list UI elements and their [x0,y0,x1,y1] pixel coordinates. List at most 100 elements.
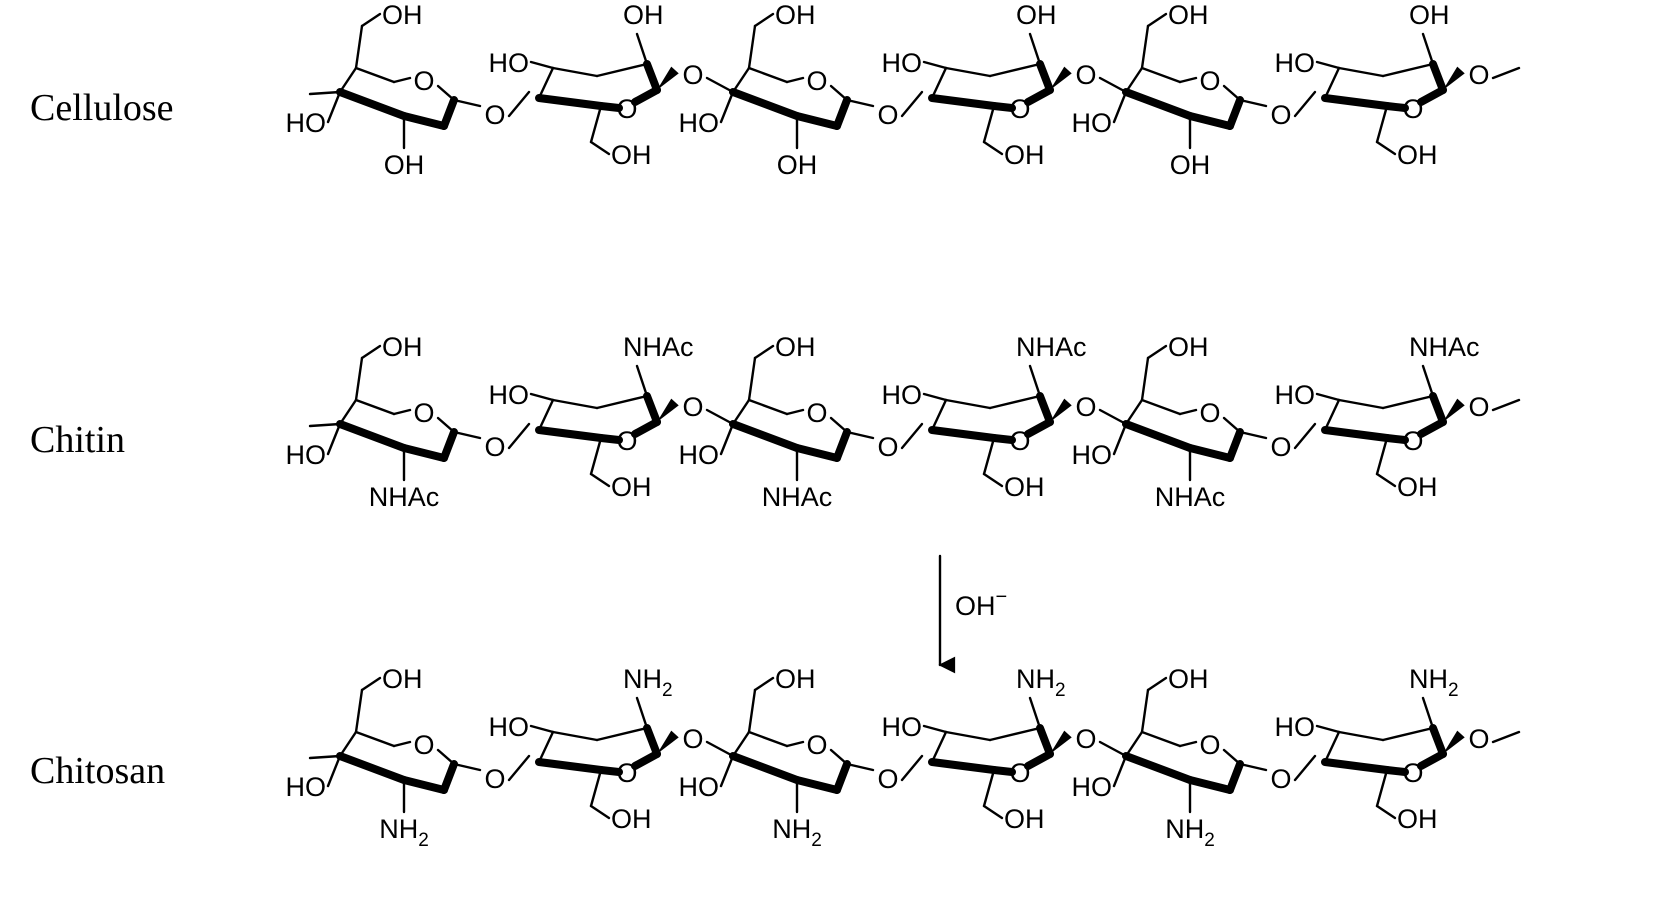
bond [1178,740,1198,748]
ring-oxygen: O [1199,398,1220,428]
bond [1375,804,1397,820]
hydroxyl-label: HO [679,108,720,138]
hydroxyl-label: OH [611,472,652,502]
ring-oxygen: O [1402,94,1423,124]
bond [1098,408,1128,426]
bond-front [1417,86,1447,106]
hydroxyl-label: HO [489,48,530,78]
bond [507,90,531,118]
bond [354,66,396,84]
bond-front [1186,776,1234,794]
hydroxyl-label: HO [679,440,720,470]
bond [705,76,735,94]
ring-oxygen: O [413,730,434,760]
ring-oxygen: O [1199,730,1220,760]
anomeric-wedge [657,730,679,754]
c2-substituent: NHAc [762,482,833,512]
ring-oxygen: O [806,730,827,760]
bond-front [1122,88,1194,120]
polymer-name-cellulose: Cellulose [30,87,174,129]
bond [900,754,924,782]
hydroxyl-label: OH [382,332,423,362]
hydroxyl-label: HO [489,712,530,742]
bond [930,730,948,764]
bond [1146,344,1168,360]
bond [944,730,992,742]
hydroxyl-label: HO [286,772,327,802]
hydroxyl-label: HO [1275,48,1316,78]
hydroxyl-label: OH [611,804,652,834]
bond [529,60,555,70]
bond [785,76,805,84]
bond-front [1122,752,1194,784]
bond [982,436,996,476]
bond-front [400,112,448,130]
bond [452,430,482,440]
bond-front [1417,750,1447,770]
bond [753,676,775,692]
polymer-name-chitin: Chitin [30,419,125,461]
hydroxyl-label: HO [1275,380,1316,410]
bond-front [400,444,448,462]
bond [635,696,649,730]
glycosidic-oxygen: O [1468,60,1489,90]
bond [922,60,948,70]
glycosidic-oxygen: O [1075,60,1096,90]
bond [731,730,751,758]
anomeric-wedge [1050,730,1072,754]
hydroxyl-label: HO [882,380,923,410]
bond [1098,740,1128,758]
c2-substituent: NH2 [1409,664,1459,701]
bond [308,754,342,760]
glycosidic-oxygen: O [1270,100,1291,130]
bond-front [1321,758,1391,774]
c2-substituent: OH [384,150,425,180]
bond [930,66,948,100]
hydroxyl-label: HO [286,108,327,138]
c2-substituent: NHAc [1016,332,1087,362]
c2-substituent: NHAc [369,482,440,512]
bond-front [1186,112,1234,130]
bond [1112,90,1128,124]
bond [1146,12,1168,28]
bond [326,754,342,788]
hydroxyl-label: OH [1397,472,1438,502]
bond [988,726,1042,742]
bond [1140,24,1150,70]
bond-front [1417,418,1447,438]
bond [1238,762,1268,772]
bond-front [793,444,841,462]
bond-front [1429,392,1447,426]
bond [900,422,924,450]
bond [551,66,599,78]
ring-oxygen: O [413,398,434,428]
hydroxyl-label: HO [1275,712,1316,742]
bond-front [1122,420,1194,452]
bond [747,688,757,734]
bond [551,730,599,742]
c2-substituent: OH [1409,0,1450,30]
bond-front [833,96,851,130]
bond [338,66,358,94]
bond [922,724,948,734]
hydroxyl-label: OH [1168,0,1209,30]
bond-front [535,758,605,774]
anomeric-wedge [1050,398,1072,422]
hydroxyl-label: OH [775,332,816,362]
bond [1112,422,1128,456]
bond-front [535,94,605,110]
bond-front [1024,750,1054,770]
bond [1140,688,1150,734]
bond [1315,392,1341,402]
bond [747,730,789,748]
bond [1293,90,1317,118]
bond [988,394,1042,410]
bond-front [336,752,408,784]
bond [705,408,735,426]
bond [326,422,342,456]
bond-front [1429,60,1447,94]
bond [1381,726,1435,742]
bond [1178,408,1198,416]
c2-substituent: NHAc [1155,482,1226,512]
